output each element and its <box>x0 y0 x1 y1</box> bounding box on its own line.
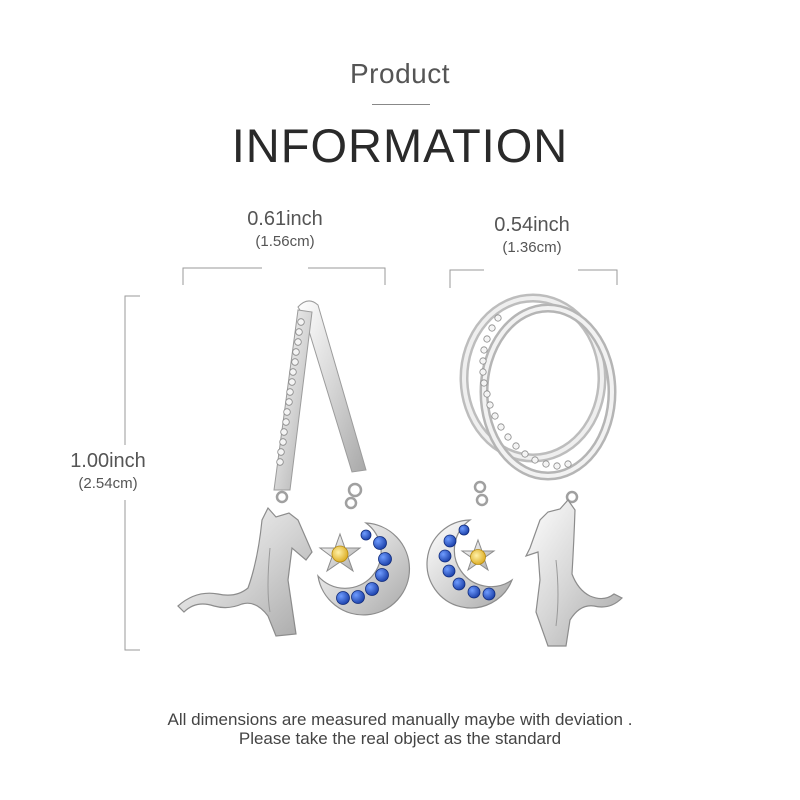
right-width-dimension: 0.54inch (1.36cm) <box>457 214 607 256</box>
height-guide-top <box>124 295 140 445</box>
footer-note-line2: Please take the real object as the stand… <box>238 729 562 748</box>
right-width-guide-left <box>449 269 484 288</box>
left-width-guide-left <box>182 267 262 285</box>
left-width-dimension: 0.61inch (1.56cm) <box>210 208 360 250</box>
footer-note: All dimensions are measured manually may… <box>0 710 800 748</box>
left-width-inch: 0.61inch <box>247 208 323 230</box>
right-width-guide-right <box>578 269 618 285</box>
footer-note-line1: All dimensions are measured manually may… <box>167 710 633 729</box>
title-divider <box>372 104 430 105</box>
left-width-guide-right <box>308 267 386 285</box>
left-width-cm: (1.56cm) <box>255 233 315 250</box>
title-information: INFORMATION <box>231 119 569 172</box>
right-width-cm: (1.36cm) <box>502 239 562 256</box>
right-width-inch: 0.54inch <box>494 214 570 236</box>
height-inch: 1.00inch <box>70 450 146 472</box>
title-product: Product <box>350 58 450 89</box>
dimension-guides <box>124 267 618 651</box>
height-guide-bottom <box>124 500 140 651</box>
right-earring <box>426 293 624 647</box>
height-cm: (2.54cm) <box>78 475 138 492</box>
left-earring <box>177 300 410 637</box>
height-dimension: 1.00inch (2.54cm) <box>48 450 168 492</box>
